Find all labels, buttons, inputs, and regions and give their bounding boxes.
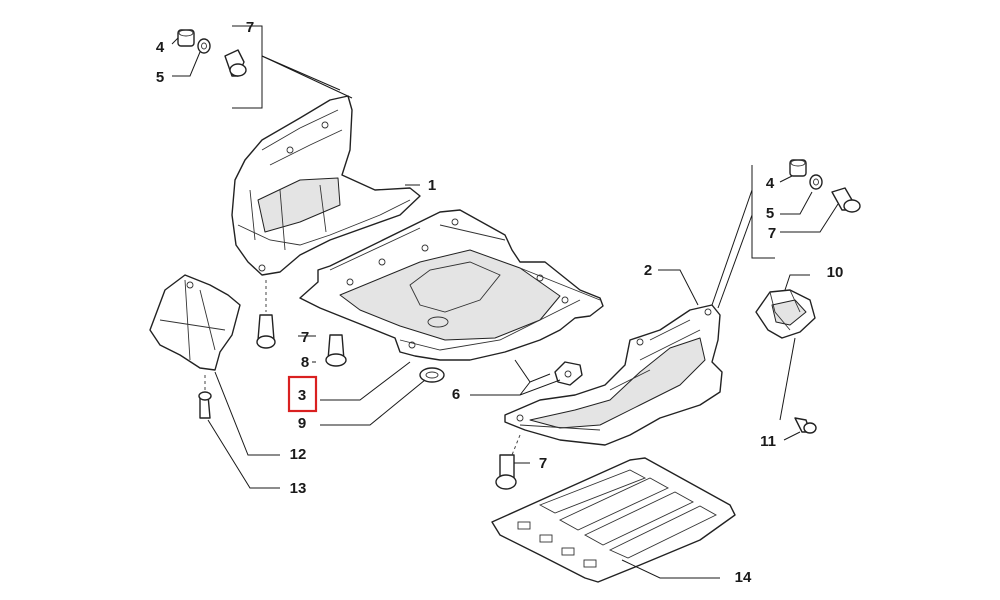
callout-9: 9 bbox=[298, 415, 306, 432]
callout-7d: 7 bbox=[539, 455, 547, 472]
callout-6: 6 bbox=[452, 386, 460, 403]
fastener-grommet-9 bbox=[419, 367, 445, 383]
fastener-nut-4a bbox=[177, 29, 195, 47]
leader-lines bbox=[171, 25, 839, 579]
callout-5a: 5 bbox=[156, 69, 164, 86]
callout-3: 3 bbox=[298, 387, 306, 404]
callout-7b: 7 bbox=[768, 225, 776, 242]
assembly-axes bbox=[204, 280, 521, 456]
part-10-bracket bbox=[755, 289, 816, 339]
fastener-washer-5a bbox=[197, 38, 211, 54]
part-1-upper-shield bbox=[231, 95, 421, 276]
part-2-right-shield bbox=[504, 304, 723, 446]
callout-labels: 4 5 7 1 4 5 7 2 10 7 8 3 9 6 11 12 13 7 … bbox=[156, 19, 844, 586]
fastener-pin-13 bbox=[198, 391, 212, 419]
fastener-bolt-7b bbox=[831, 187, 861, 213]
fastener-bolt-7d bbox=[495, 454, 517, 490]
callout-2: 2 bbox=[644, 262, 652, 279]
part-14-skid-plate bbox=[491, 457, 736, 583]
callout-4b: 4 bbox=[766, 175, 775, 192]
fastener-bolt-7c bbox=[256, 314, 276, 349]
fastener-bolt-8 bbox=[325, 334, 347, 367]
fastener-clip-6 bbox=[554, 361, 583, 386]
fastener-washer-5b bbox=[809, 174, 823, 190]
callout-12: 12 bbox=[290, 446, 307, 463]
part-3-main-shield bbox=[299, 209, 604, 361]
highlight-box-callout-3 bbox=[287, 375, 318, 413]
callout-13: 13 bbox=[290, 480, 307, 497]
callout-1: 1 bbox=[428, 177, 436, 194]
part-12-small-shield bbox=[149, 274, 241, 371]
callout-4a: 4 bbox=[156, 39, 165, 56]
fastener-nut-4b bbox=[789, 159, 807, 177]
callout-10: 10 bbox=[827, 264, 844, 281]
callout-7c: 7 bbox=[301, 329, 309, 346]
callout-11: 11 bbox=[760, 433, 776, 450]
callout-5b: 5 bbox=[766, 205, 774, 222]
callout-7a: 7 bbox=[246, 19, 254, 36]
fastener-bolt-7a bbox=[224, 49, 247, 77]
callout-14: 14 bbox=[735, 569, 752, 586]
callout-8: 8 bbox=[301, 354, 309, 371]
fastener-screw-11 bbox=[794, 417, 817, 434]
